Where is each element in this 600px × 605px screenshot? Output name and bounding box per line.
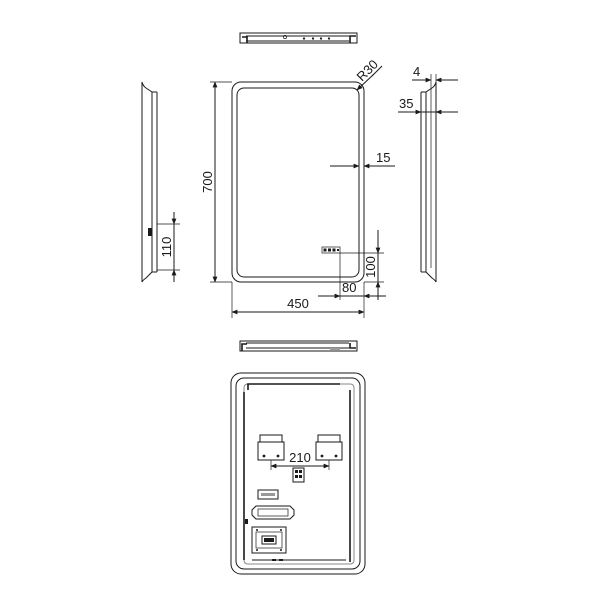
junction-box bbox=[251, 526, 287, 554]
left-side-view: 110 bbox=[141, 81, 180, 283]
top-view bbox=[239, 32, 358, 44]
dim-frame-inset: 15 bbox=[376, 150, 390, 165]
front-view: R30 700 450 15 100 80 bbox=[200, 57, 395, 318]
dim-bracket-spacing: 210 bbox=[289, 450, 311, 465]
switch-module bbox=[257, 489, 279, 500]
mounting-bracket-left bbox=[257, 434, 285, 461]
dim-display-offset-side: 80 bbox=[342, 280, 356, 295]
dim-width: 450 bbox=[287, 296, 309, 311]
dim-radius: R30 bbox=[354, 57, 381, 84]
power-driver bbox=[251, 505, 295, 520]
right-side-view: 4 35 bbox=[398, 64, 458, 283]
dim-depth-total: 4 bbox=[413, 64, 420, 79]
mounting-bracket-right bbox=[315, 434, 343, 461]
rear-view: 210 bbox=[230, 372, 366, 575]
sensor-dot bbox=[245, 519, 248, 524]
dim-depth-body: 35 bbox=[399, 96, 413, 111]
dim-height: 700 bbox=[200, 171, 215, 193]
bottom-view bbox=[239, 340, 358, 352]
dim-display-offset-bottom: 100 bbox=[363, 256, 378, 278]
dim-sensor-height: 110 bbox=[159, 237, 174, 258]
connector-block bbox=[292, 467, 305, 483]
